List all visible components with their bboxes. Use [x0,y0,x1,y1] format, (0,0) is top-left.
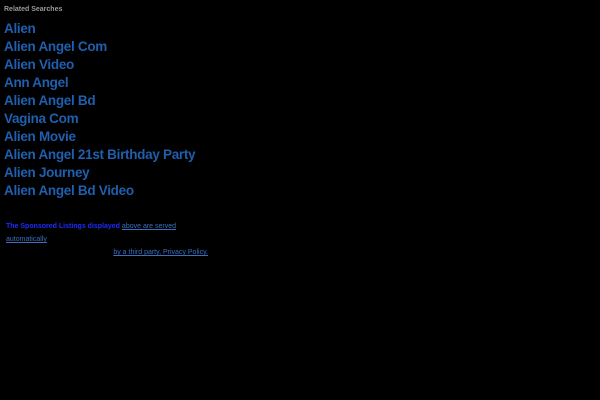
related-searches-heading: Related Searches [4,6,63,13]
search-link[interactable]: Ann Angel [4,75,69,90]
search-link[interactable]: Alien Angel Bd Video [4,183,134,198]
search-link[interactable]: Alien [4,21,36,36]
sponsored-disclaimer: The Sponsored Listings displayed above a… [6,220,208,259]
list-item: Alien Journey [4,164,195,182]
search-link[interactable]: Alien Video [4,57,74,72]
list-item: Alien Video [4,56,195,74]
search-link[interactable]: Alien Angel Bd [4,93,96,108]
list-item: Alien Angel Bd [4,92,195,110]
disclaimer-link[interactable]: above are served automatically [6,223,177,243]
list-item: Vagina Com [4,110,195,128]
privacy-policy-link[interactable]: by a third party, Privacy Policy. [113,249,208,256]
search-link[interactable]: Vagina Com [4,111,79,126]
list-item: Alien Movie [4,128,195,146]
search-link[interactable]: Alien Angel 21st Birthday Party [4,147,196,162]
list-item: Alien Angel 21st Birthday Party [4,146,196,164]
list-item: Alien [4,20,195,38]
list-item: Alien Angel Bd Video [4,182,195,200]
list-item: Ann Angel [4,74,195,92]
search-link[interactable]: Alien Journey [4,165,90,180]
search-link[interactable]: Alien Angel Com [4,39,108,54]
search-link[interactable]: Alien Movie [4,129,76,144]
list-item: Alien Angel Com [4,38,195,56]
related-searches-list: Alien Alien Angel Com Alien Video Ann An… [4,20,196,200]
disclaimer-text: The Sponsored Listings displayed [6,223,120,230]
